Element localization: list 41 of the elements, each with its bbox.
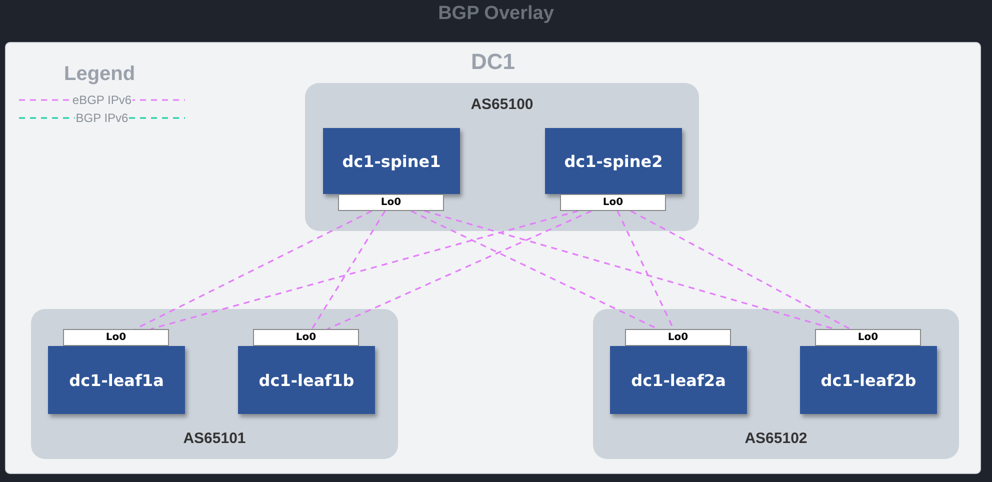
switch-box bbox=[800, 346, 937, 414]
switch-box bbox=[323, 128, 460, 194]
datacenter-panel bbox=[5, 42, 981, 474]
switch-box bbox=[48, 346, 185, 414]
legend-title: Legend bbox=[64, 63, 136, 86]
loopback-interface-box bbox=[560, 194, 666, 211]
loopback-interface-box bbox=[63, 329, 169, 346]
legend-text: eBGP IPv6 bbox=[71, 93, 133, 107]
device-name: dc1-leaf1a bbox=[69, 370, 164, 390]
bgp-session-line bbox=[424, 210, 835, 330]
bgp-session-line bbox=[311, 210, 386, 330]
switch-box bbox=[610, 346, 747, 414]
as-group-area bbox=[31, 309, 398, 459]
device-name: dc1-leaf2b bbox=[820, 370, 916, 390]
interface-label: Lo0 bbox=[380, 197, 402, 208]
diagram-title: BGP Overlay bbox=[437, 3, 555, 25]
loopback-interface-box bbox=[815, 329, 921, 346]
device-name: dc1-spine1 bbox=[342, 152, 441, 170]
interface-label: Lo0 bbox=[668, 332, 688, 343]
switch-box bbox=[545, 128, 682, 194]
bgp-session-line bbox=[327, 210, 592, 330]
bgp-session-line bbox=[150, 210, 578, 330]
as-group-area bbox=[593, 309, 959, 459]
legend-text: BGP IPv6 bbox=[74, 111, 130, 125]
loopback-interface-box bbox=[625, 329, 731, 346]
switch-box bbox=[238, 346, 375, 414]
interface-label: Lo0 bbox=[602, 197, 624, 208]
as-number-label: AS65101 bbox=[182, 430, 247, 447]
loopback-interface-box bbox=[338, 194, 444, 211]
device-name: dc1-leaf1b bbox=[258, 370, 354, 390]
as-group-area bbox=[305, 83, 699, 231]
bgp-session-line bbox=[134, 210, 372, 330]
bgp-session-line bbox=[630, 210, 851, 330]
interface-label: Lo0 bbox=[858, 332, 878, 343]
interface-label: Lo0 bbox=[106, 332, 126, 343]
interface-label: Lo0 bbox=[296, 332, 316, 343]
as-number-label: AS65102 bbox=[744, 430, 808, 447]
device-name: dc1-spine2 bbox=[564, 152, 663, 170]
device-name: dc1-leaf2a bbox=[631, 370, 726, 390]
loopback-interface-box bbox=[253, 329, 359, 346]
as-number-label: AS65100 bbox=[470, 96, 534, 113]
